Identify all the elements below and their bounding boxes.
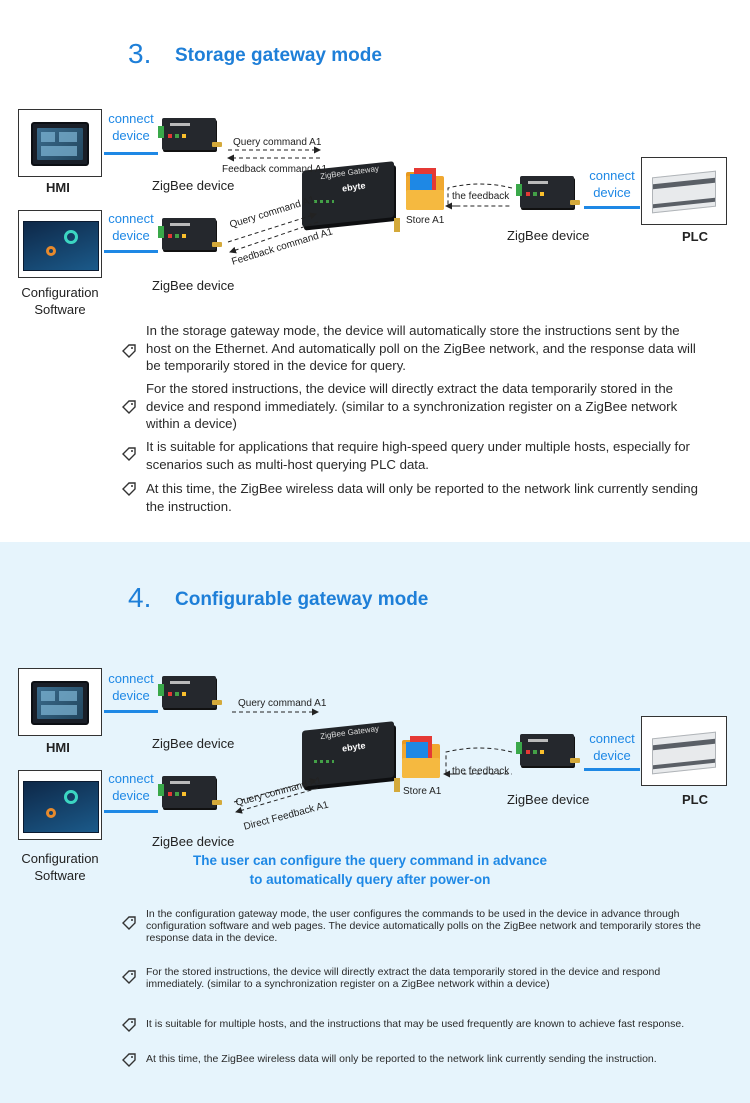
- tag-icon: [122, 344, 136, 358]
- section-configurable-gateway: 4. Configurable gateway mode HMI Configu…: [0, 542, 750, 1103]
- zigbee-device-label: ZigBee device: [152, 736, 235, 751]
- hmi-icon: [31, 122, 89, 166]
- section-storage-gateway: 3. Storage gateway mode HMI Configuratio…: [0, 0, 750, 542]
- plc-label: PLC: [682, 229, 708, 244]
- plc-box: [641, 716, 727, 786]
- connect-line-3: [584, 206, 640, 209]
- zigbee-device-icon: [158, 670, 222, 716]
- config-software-box: [18, 770, 102, 840]
- hmi-label: HMI: [46, 740, 70, 755]
- config-note: The user can configure the query command…: [192, 853, 548, 887]
- section-title: Storage gateway mode: [175, 45, 382, 66]
- folder-icon: [406, 168, 444, 210]
- plc-box: [641, 157, 727, 225]
- feedback-command-label: Feedback command A1: [222, 164, 328, 175]
- zigbee-device-label: ZigBee device: [152, 278, 235, 293]
- zigbee-device-icon: [158, 112, 222, 158]
- config-software-icon: [23, 221, 99, 271]
- plc-label: PLC: [682, 792, 708, 807]
- section-number: 3.: [128, 38, 152, 69]
- tag-icon: [122, 1053, 136, 1067]
- section-title: Configurable gateway mode: [175, 589, 429, 610]
- connect-line-1: [104, 152, 158, 155]
- zigbee-device-icon: [158, 212, 222, 258]
- feedback-label: the feedback: [452, 766, 510, 777]
- query-command-label: Query command A1: [233, 137, 322, 148]
- zigbee-device-icon: [516, 728, 580, 774]
- zigbee-device-label: ZigBee device: [152, 178, 235, 193]
- config-software-icon: [23, 781, 99, 833]
- zigbee-device-label: ZigBee device: [507, 792, 590, 807]
- store-label: Store A1: [403, 786, 442, 797]
- connect-line-1: [104, 710, 158, 713]
- connect-line-2: [104, 810, 158, 813]
- query-command-label: Query command A1: [238, 698, 327, 709]
- tag-icon: [122, 400, 136, 414]
- hmi-label: HMI: [46, 180, 70, 195]
- folder-icon: [402, 736, 440, 778]
- feedback-label: the feedback: [452, 191, 510, 202]
- tag-icon: [122, 447, 136, 461]
- arrow-lines: [232, 708, 513, 814]
- zigbee-device-icon: [158, 770, 222, 816]
- zigbee-device-label: ZigBee device: [152, 834, 235, 849]
- tag-icon: [122, 970, 136, 984]
- section-number: 4.: [128, 582, 152, 613]
- config-software-box: [18, 210, 102, 278]
- hmi-icon: [31, 681, 89, 725]
- hmi-box: [18, 668, 102, 736]
- arrow-lines: [227, 146, 513, 254]
- tag-icon: [122, 482, 136, 496]
- hmi-box: [18, 109, 102, 177]
- tag-icon: [122, 916, 136, 930]
- zigbee-device-label: ZigBee device: [507, 228, 590, 243]
- zigbee-device-icon: [516, 170, 580, 216]
- connect-line-2: [104, 250, 158, 253]
- connect-line-3: [584, 768, 640, 771]
- store-label: Store A1: [406, 215, 445, 226]
- gateway-icon: ZigBee Gateway ebyte: [302, 160, 402, 236]
- gateway-icon: ZigBee Gateway ebyte: [302, 720, 402, 796]
- tag-icon: [122, 1018, 136, 1032]
